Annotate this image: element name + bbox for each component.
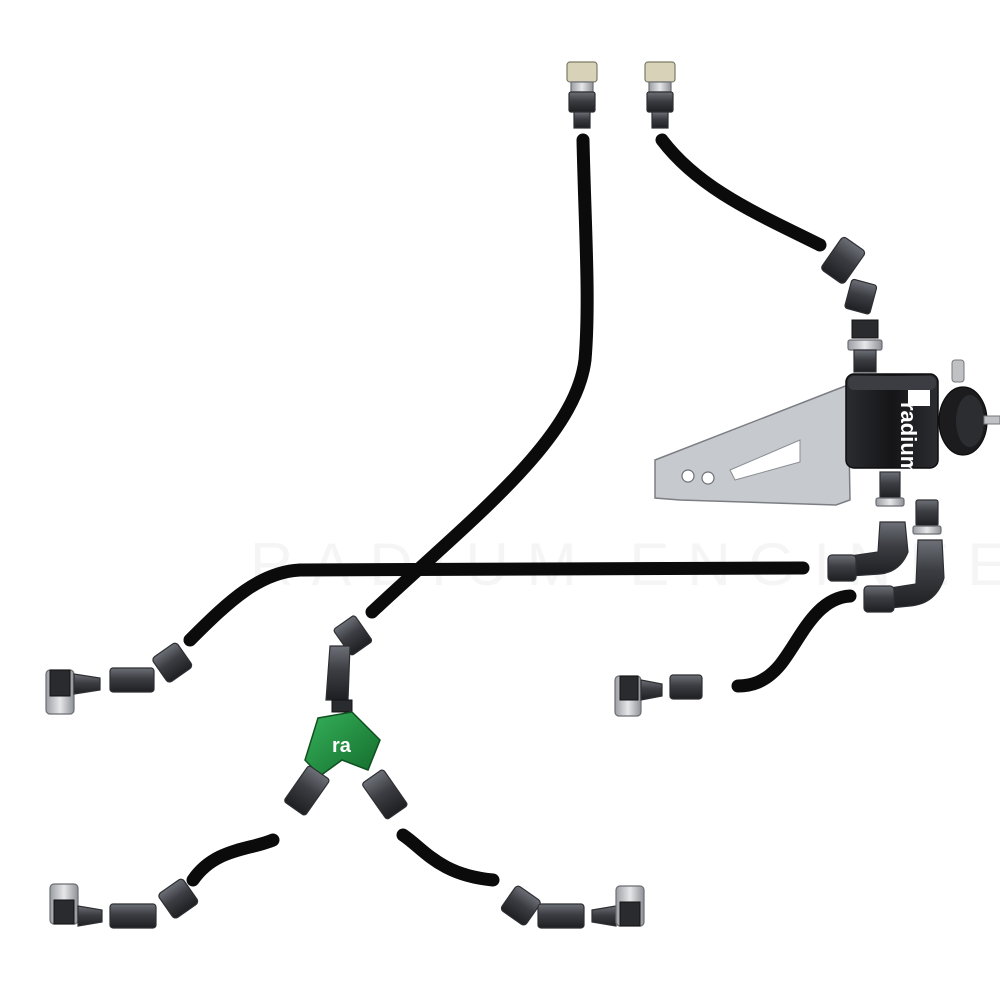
right-branch-hose: [396, 828, 500, 887]
regulator-return-hose: [731, 589, 857, 693]
left-elbow-fitting: [45, 642, 193, 715]
hoses: [183, 133, 857, 887]
regulator-brand-label: radium: [896, 402, 921, 475]
regulator-elbow-lower: [863, 539, 945, 613]
fuel-pressure-regulator: radium: [845, 359, 1000, 475]
regulator-elbow-upper: [827, 521, 909, 582]
bottom-right-fitting: [500, 885, 645, 929]
return-hose-top: [655, 133, 827, 252]
regulator-bottom-fittings: [875, 471, 942, 535]
regulator-bracket: [654, 383, 851, 506]
y-block-assembly: ra: [284, 615, 408, 820]
y-block-brand-label: ra: [332, 735, 352, 757]
top-right-fitting: [644, 61, 676, 129]
feed-hose-long: [365, 133, 594, 619]
top-left-fitting: [566, 61, 598, 129]
right-bulkhead-fitting: [614, 674, 703, 717]
bottom-left-fitting: [49, 878, 199, 929]
left-branch-hose: [186, 833, 280, 887]
upper-regulator-hose-end: [821, 236, 883, 373]
crossover-hose: [183, 561, 810, 647]
